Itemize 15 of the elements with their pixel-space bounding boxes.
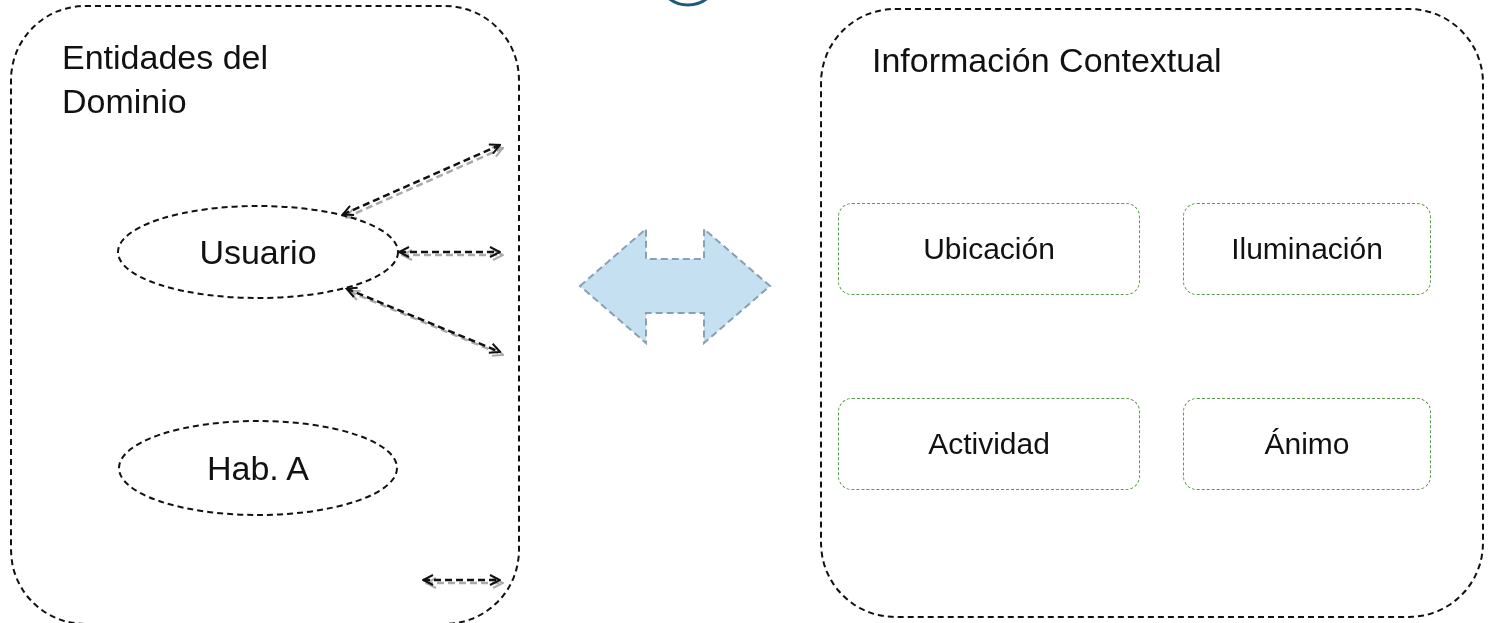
panel-title: Información Contextual — [872, 40, 1223, 81]
node-label: Ubicación — [923, 232, 1055, 266]
node-label: Hab. A — [206, 448, 310, 488]
context-box — [838, 398, 1140, 490]
container-panel — [820, 8, 1484, 618]
context-box — [1183, 398, 1431, 490]
node-label: Ánimo — [1264, 427, 1350, 461]
container-panel — [10, 5, 520, 623]
double-arrow — [578, 226, 772, 346]
node-label: Usuario — [199, 232, 317, 272]
context-box — [1183, 203, 1431, 295]
context-box — [838, 203, 1140, 295]
node-label: Iluminación — [1231, 232, 1383, 266]
node-label: Actividad — [928, 427, 1050, 461]
panel-title: Entidades del Dominio — [62, 37, 270, 122]
